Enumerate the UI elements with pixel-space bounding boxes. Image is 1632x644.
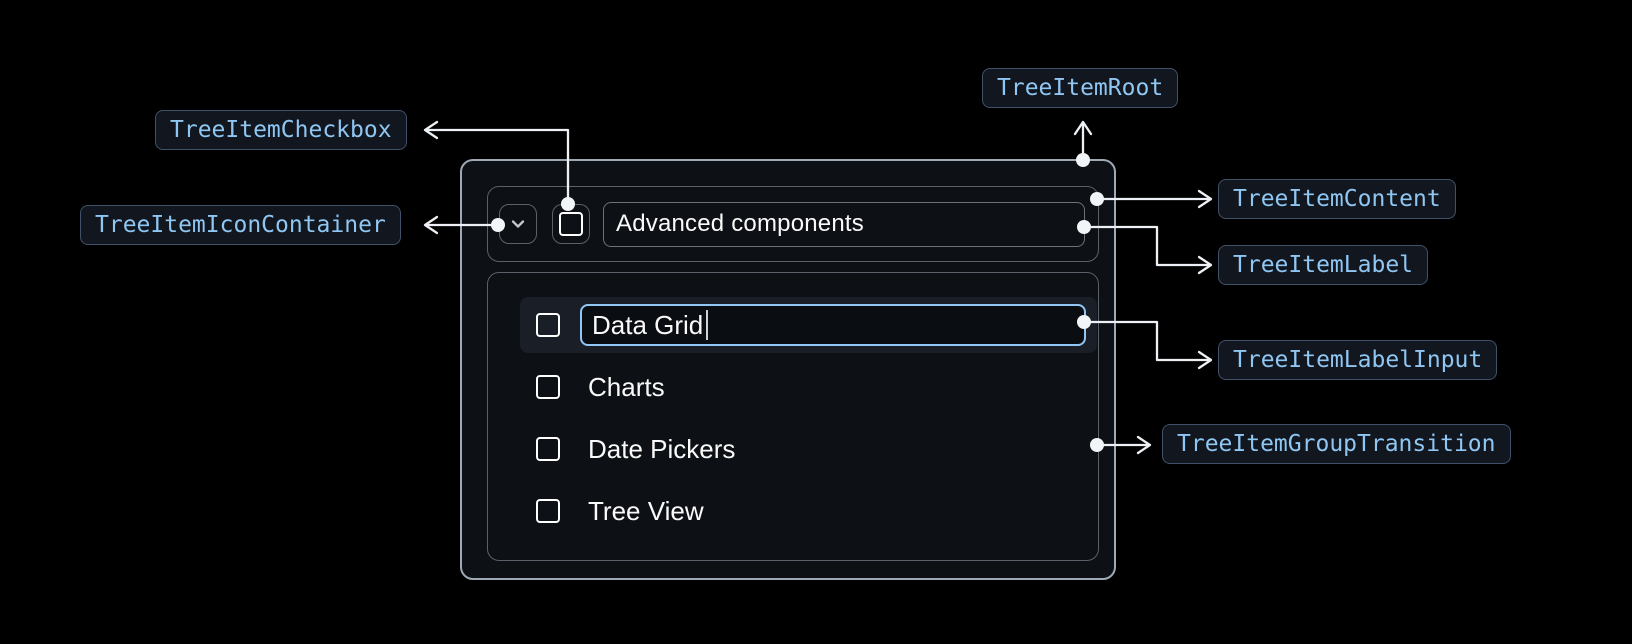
tree-item-row-tree-view[interactable]: Tree View <box>520 483 1097 539</box>
checkbox-unchecked-icon <box>559 212 583 236</box>
badge-tree-item-root: TreeItemRoot <box>982 68 1179 108</box>
parent-item-label: Advanced components <box>616 210 864 237</box>
tree-item-group-transition: Data Grid Charts Date Pickers Tree View <box>487 272 1099 561</box>
tree-item-root: Advanced components Data Grid Charts Dat… <box>460 159 1116 580</box>
tree-item-content[interactable]: Advanced components <box>487 186 1099 262</box>
badge-tree-item-group-transition: TreeItemGroupTransition <box>1162 424 1511 464</box>
checkbox-unchecked-icon[interactable] <box>536 313 560 337</box>
tree-item-row-label: Charts <box>588 371 665 402</box>
tree-item-row-data-grid[interactable]: Data Grid <box>520 297 1097 353</box>
badge-tree-item-content: TreeItemContent <box>1218 179 1456 219</box>
tree-item-icon-container[interactable] <box>499 204 537 244</box>
tree-item-label: Advanced components <box>603 201 1085 247</box>
checkbox-unchecked-icon[interactable] <box>536 375 560 399</box>
checkbox-unchecked-icon[interactable] <box>536 499 560 523</box>
badge-tree-item-icon-container: TreeItemIconContainer <box>80 205 401 245</box>
chevron-down-icon <box>508 214 528 234</box>
tree-item-label-input[interactable]: Data Grid <box>580 304 1086 346</box>
badge-tree-item-checkbox: TreeItemCheckbox <box>155 110 407 150</box>
tree-item-row-charts[interactable]: Charts <box>520 359 1097 415</box>
tree-item-row-label: Date Pickers <box>588 433 736 464</box>
badge-tree-item-label-input: TreeItemLabelInput <box>1218 340 1498 380</box>
tree-item-checkbox[interactable] <box>552 204 590 244</box>
text-cursor <box>706 310 709 340</box>
badge-tree-item-label: TreeItemLabel <box>1218 245 1429 285</box>
checkbox-unchecked-icon[interactable] <box>536 437 560 461</box>
label-input-value: Data Grid <box>592 309 704 340</box>
tree-item-row-date-pickers[interactable]: Date Pickers <box>520 421 1097 477</box>
tree-item-row-label: Tree View <box>588 495 704 526</box>
